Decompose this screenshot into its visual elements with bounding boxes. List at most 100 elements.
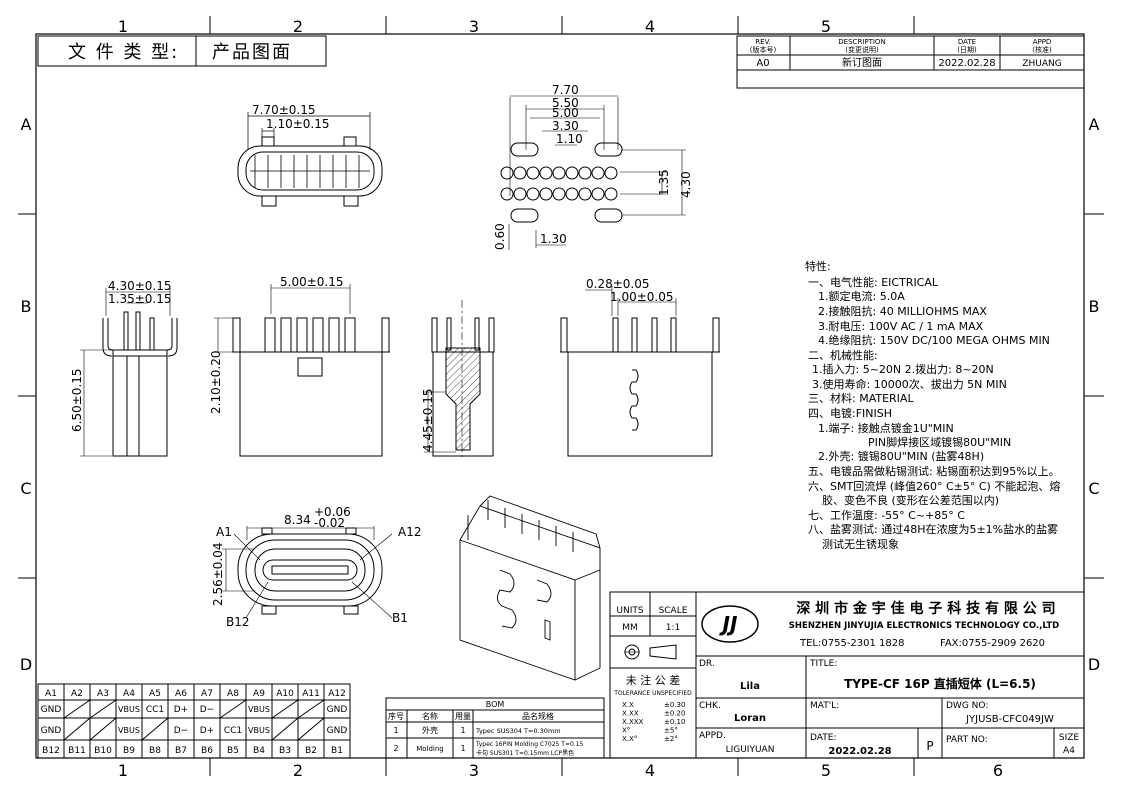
dim-fp-060: 0.60 — [493, 223, 507, 250]
pinout-cell: B9 — [123, 746, 135, 756]
pinout-cell: D− — [174, 726, 188, 736]
size-value: A4 — [1063, 746, 1075, 756]
dim-top-inner: 1.10±0.15 — [266, 117, 330, 131]
empty-cell-slash — [271, 699, 299, 719]
pinout-cell: A1 — [45, 689, 57, 699]
pinout-cell: D− — [200, 705, 214, 715]
pinout-cell: A11 — [302, 689, 320, 699]
tolerance-title-cn: 未 注 公 差 — [626, 673, 681, 687]
bom-cell: 1 — [393, 726, 398, 735]
rev-header-cn: (版本号) — [750, 45, 777, 54]
pinout-cell: GND — [327, 726, 348, 736]
size-label: SIZE — [1059, 733, 1080, 743]
dwg-number: JYJUSB-CFC049JW — [965, 714, 1054, 725]
appd-header-cn: (核准) — [1032, 45, 1052, 54]
spec-line: 胶、变色不良 (变形在公差范围以内) — [822, 493, 999, 507]
pinout-cell: VBUS — [248, 726, 270, 735]
spec-line: 2.接触阻抗: 40 MILLIOHMS MAX — [818, 304, 987, 318]
bom-cell: 1 — [460, 726, 465, 735]
pinout-cell: A10 — [276, 689, 294, 699]
row-label-right: A — [1089, 115, 1100, 134]
spec-line: 3.使用寿命: 10000次、拔出力 5N MIN — [812, 377, 1007, 391]
company-name-en: SHENZHEN JINYUJIA ELECTRONICS TECHNOLOGY… — [789, 621, 1059, 631]
spec-line: 测试无生锈现象 — [822, 537, 899, 551]
pinout-cell: CC1 — [146, 705, 164, 715]
tolerance-value: ±0.10 — [664, 718, 685, 726]
pinout-cell: A9 — [253, 689, 265, 699]
dr-label: DR. — [699, 659, 715, 669]
pinout-cell: CC1 — [224, 726, 242, 736]
pinout-cell: B8 — [149, 746, 161, 756]
title-block — [609, 591, 1085, 759]
footprint-holes — [500, 166, 618, 201]
bom-title: BOM — [486, 700, 505, 709]
spec-line: 二、机械性能: — [808, 348, 878, 362]
pinout-cell: B7 — [175, 746, 187, 756]
p-mark: P — [926, 739, 933, 753]
bom-header: 序号 — [388, 711, 404, 721]
units-label: UNITS — [616, 606, 643, 616]
chk-label: CHK. — [699, 701, 721, 711]
pcb-footprint — [508, 95, 686, 250]
spec-line: 4.绝缘阻抗: 150V DC/100 MEGA OHMS MIN — [818, 333, 1050, 347]
dim-front-210: 2.10±0.20 — [209, 351, 223, 415]
doc-type-value: 产品图面 — [212, 42, 292, 63]
col-label-top: 3 — [469, 17, 479, 36]
dim-front-500: 5.00±0.15 — [280, 275, 344, 289]
scale-label: SCALE — [659, 606, 688, 616]
spec-line: 1.端子: 接触点镀金1U"MIN — [818, 421, 954, 435]
empty-cell-slash — [63, 717, 91, 741]
pinout-cell: A8 — [227, 689, 239, 699]
pinout-cell: A3 — [97, 689, 109, 699]
dim-side-650: 6.50±0.15 — [70, 369, 84, 433]
dim-rt-100: 1.00±0.05 — [610, 290, 674, 304]
company-tel: TEL:0755-2301 1828 — [799, 638, 905, 649]
col-label-top: 4 — [645, 17, 655, 36]
spec-line: 1.额定电流: 5.0A — [818, 289, 905, 303]
bom-cell: 卡勾 SUS301 T=0.15mm LCP黑色 — [476, 749, 574, 757]
tolerance-value: ±0.20 — [664, 710, 685, 718]
spec-line: 七、工作温度: -55° C~+85° C — [808, 508, 965, 522]
dim-fp-500: 5.00 — [552, 106, 579, 120]
bom-header: 品名规格 — [522, 711, 554, 721]
dim-tol-up: +0.06 — [314, 505, 351, 519]
dim-fp-770: 7.70 — [552, 83, 579, 97]
dim-top-width: 7.70±0.15 — [252, 103, 316, 117]
row-label-left: B — [21, 297, 32, 316]
row-label-right: C — [1088, 479, 1099, 498]
pinout-cell: GND — [41, 726, 62, 736]
pinout-cell: D+ — [174, 705, 188, 715]
dim-fp-330: 3.30 — [552, 119, 579, 133]
section-view — [424, 300, 495, 460]
col-label-bottom: 5 — [821, 761, 831, 780]
pinout-cell: B3 — [279, 746, 291, 756]
spec-line: 1.插入力: 5~20N 2.拨出力: 8~20N — [812, 362, 994, 376]
spec-line: 三、材料: MATERIAL — [808, 391, 914, 405]
spec-line: 四、电镀:FINISH — [808, 406, 892, 420]
col-label-top: 1 — [118, 17, 128, 36]
rev-header: REV. — [755, 38, 770, 46]
pinout-cell: B6 — [201, 746, 213, 756]
drawing-title: TYPE-CF 16P 直插短体 (L=6.5) — [844, 676, 1036, 691]
desc-header: DESCRIPTION — [838, 38, 885, 46]
pin-label-a1: A1 — [216, 525, 232, 539]
dim-fp-135: 1.35 — [657, 169, 671, 196]
part-label: PART NO: — [946, 735, 988, 745]
mating-face-view — [222, 526, 393, 619]
pinout-cell: B1 — [331, 746, 343, 756]
col-label-bottom: 4 — [645, 761, 655, 780]
bom-table: BOM 序号 名称 用量 品名规格 1 外壳 1 Typec SUS304 T=… — [385, 697, 605, 759]
col-label-bottom: 2 — [293, 761, 303, 780]
pinout-cell: A4 — [123, 689, 135, 699]
tolerance-key: X.X° — [622, 735, 637, 743]
pin-label-b12: B12 — [226, 615, 250, 629]
pinout-cell: GND — [327, 705, 348, 715]
col-label-top: 2 — [293, 17, 303, 36]
dim-side-135: 1.35±0.15 — [108, 292, 172, 306]
pinout-cell: D+ — [200, 726, 214, 736]
company-name-cn: 深 圳 市 金 宇 佳 电 子 科 技 有 限 公 司 — [796, 600, 1055, 617]
bom-cell: Typec SUS304 T=0.30mm — [475, 727, 561, 735]
row-label-right: D — [1088, 655, 1100, 674]
tolerance-value: ±0.30 — [664, 701, 685, 709]
